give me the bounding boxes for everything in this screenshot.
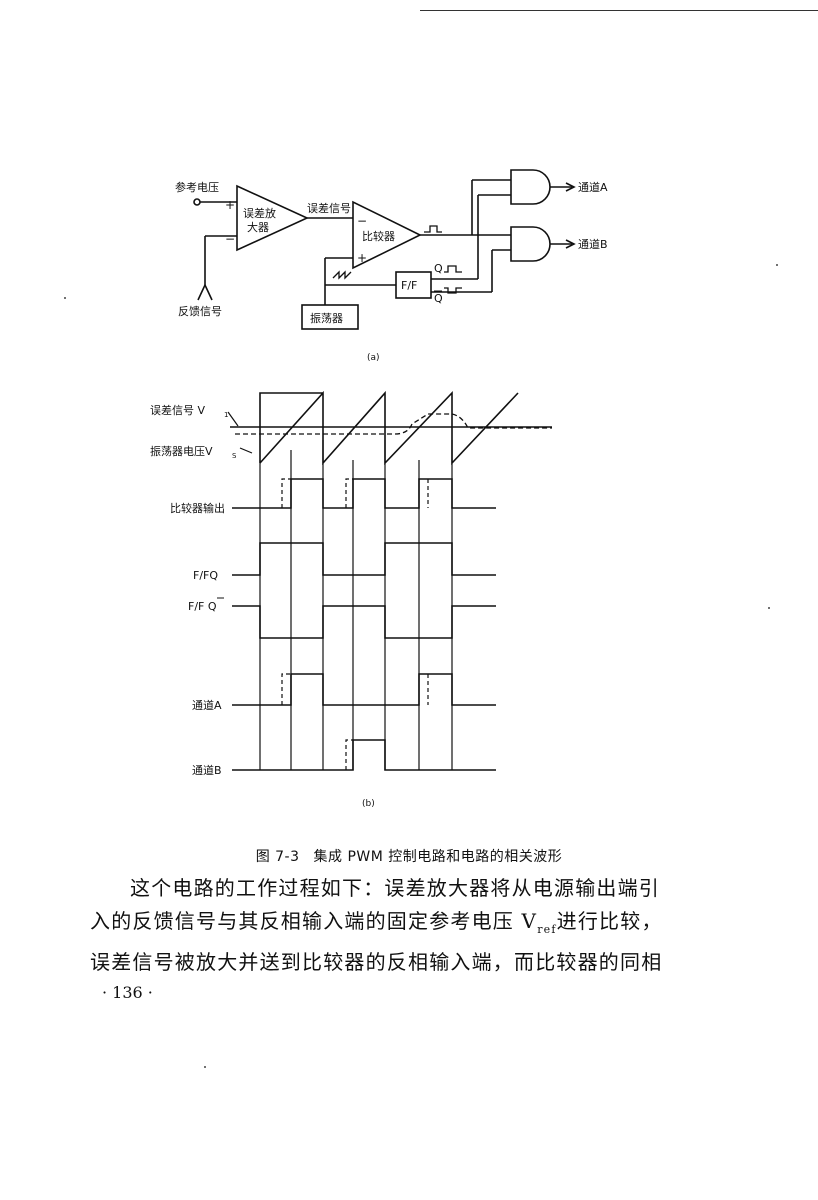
channel-a-wave (232, 673, 496, 706)
q-pulse-icon (444, 265, 462, 273)
scan-speck (204, 1066, 206, 1068)
label-ref-voltage: 参考电压 (175, 180, 219, 194)
error-signal-dashed (235, 413, 552, 435)
svg-text:1: 1 (224, 411, 228, 419)
qbar-pulse-icon (444, 287, 462, 294)
svg-text:+: + (357, 251, 367, 265)
timing-guides (259, 440, 453, 770)
label-comparator: 比较器 (362, 229, 395, 243)
figure-caption: 图 7-3 集成 PWM 控制电路和电路的相关波形 (0, 846, 818, 866)
sawtooth-icon (332, 270, 352, 280)
circuit-diagram (193, 169, 576, 330)
label-part-a: (a) (367, 353, 380, 363)
ff-q-wave (232, 542, 496, 576)
body-line-3: 误差信号被放大并送到比较器的反相输入端，而比较器的同相 (90, 950, 663, 974)
oscillator-box (301, 304, 359, 330)
label-q: Q (434, 262, 443, 275)
ff-qbar-wave (232, 605, 496, 639)
ref-terminal (193, 198, 201, 206)
scan-speck (776, 264, 778, 266)
label-wave-osc: 振荡器电压V (150, 444, 213, 458)
svg-text:−: − (357, 214, 367, 228)
label-error-signal: 误差信号 (307, 201, 351, 215)
svg-text:−: − (225, 232, 235, 246)
waveform-diagram (227, 390, 552, 771)
comp-out-pulse-icon (424, 225, 442, 233)
channel-a-dashed (281, 673, 429, 705)
label-wave-ffqbar: F/F Q (188, 600, 217, 613)
body-line-2: 入的反馈信号与其反相输入端的固定参考电压 Vref进行比较， (90, 909, 663, 936)
label-wave-cha: 通道A (192, 698, 222, 712)
scan-speck (64, 297, 66, 299)
error-amp-shape (236, 184, 309, 252)
label-flipflop: F/F (401, 279, 417, 292)
label-error-amp-1: 误差放 (243, 206, 276, 220)
svg-text:+: + (225, 198, 235, 212)
feedback-arrow (197, 283, 213, 301)
label-wave-comp: 比较器输出 (170, 501, 225, 515)
label-error-amp-2: 大器 (247, 220, 269, 234)
header-rule (420, 10, 818, 11)
flipflop-box (395, 271, 432, 299)
label-wave-chb: 通道B (192, 763, 222, 777)
scan-speck (768, 607, 770, 609)
label-oscillator: 振荡器 (310, 311, 343, 325)
svg-text:S: S (232, 452, 237, 460)
label-feedback: 反馈信号 (178, 305, 222, 318)
waveform-labels: 误差信号 V 1 振荡器电压V S 比较器输出 F/FQ F/F Q 通道A 通… (150, 403, 375, 809)
label-part-b: (b) (362, 799, 375, 809)
and-gate-b (510, 226, 551, 262)
and-gate-a (510, 169, 551, 205)
caption-text: 集成 PWM 控制电路和电路的相关波形 (313, 849, 563, 865)
body-paragraph: 这个电路的工作过程如下：误差放大器将从电源输出端引 入的反馈信号与其反相输入端的… (90, 872, 670, 979)
page-number: · 136 · (102, 983, 153, 1002)
channel-b-wave (232, 739, 496, 771)
body-line-1: 这个电路的工作过程如下：误差放大器将从电源输出端引 (130, 876, 660, 900)
channel-b-dashed (345, 739, 353, 770)
label-channel-a: 通道A (578, 180, 608, 194)
circuit-labels: 参考电压 + − 误差放 大器 误差信号 − + 比较器 反馈信号 振荡器 F/… (175, 180, 608, 363)
comparator-shape (352, 200, 422, 270)
label-wave-ffq: F/FQ (193, 569, 218, 582)
label-wave-error: 误差信号 V (150, 403, 205, 417)
caption-number: 图 7-3 (255, 849, 300, 865)
label-channel-b: 通道B (578, 237, 608, 251)
comparator-output-dashed (281, 478, 429, 508)
comparator-output-wave (232, 478, 496, 509)
label-qbar: Q (434, 292, 443, 305)
